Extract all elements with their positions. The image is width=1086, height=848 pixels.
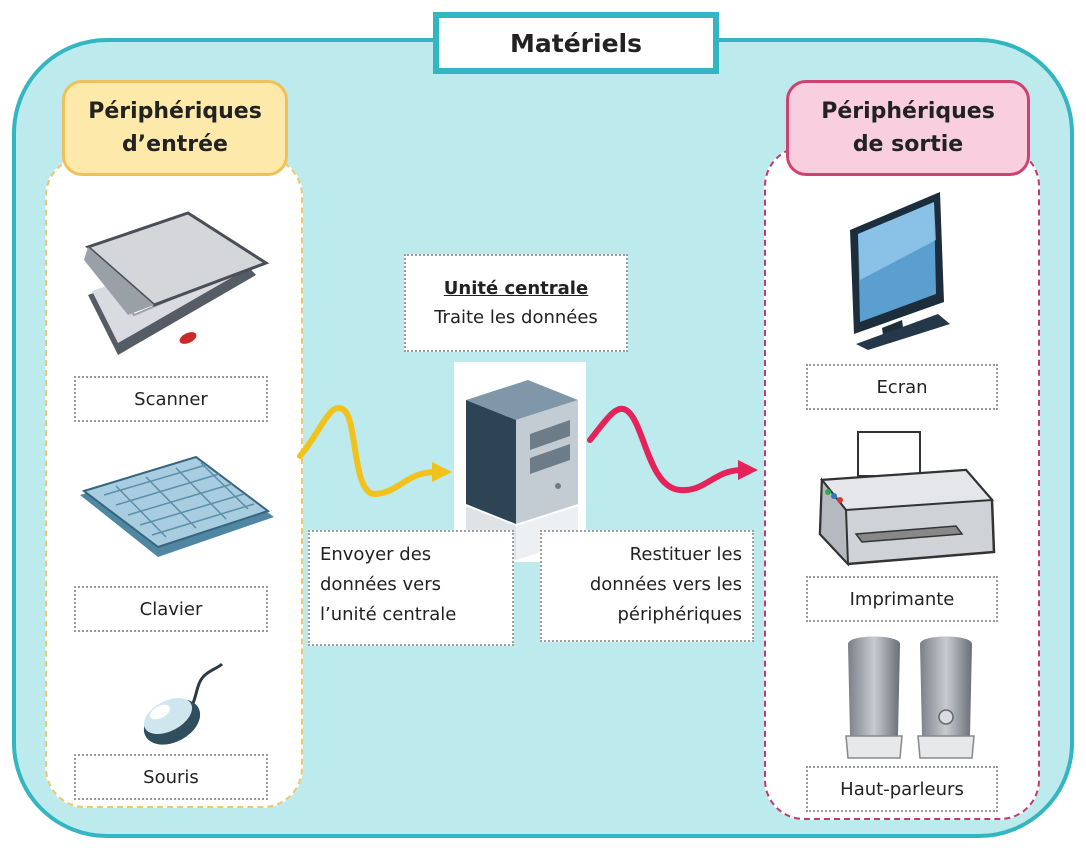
monitor-icon — [850, 192, 950, 350]
monitor-label: Ecran — [806, 364, 998, 410]
send-note-line2: données vers — [320, 574, 442, 595]
central-unit-title: Unité centrale — [443, 278, 589, 299]
output-flow-arrow — [587, 405, 758, 494]
send-data-note: Envoyer des données vers l’unité central… — [308, 530, 514, 646]
keyboard-label: Clavier — [74, 586, 268, 632]
central-unit-box: Unité centrale Traite les données — [404, 254, 628, 352]
diagram-title: Matériels — [437, 16, 715, 70]
output-header-line2: de sortie — [852, 132, 964, 157]
restore-note-line3: périphériques — [617, 604, 743, 625]
input-header-line1: Périphériques — [88, 99, 262, 124]
output-header-line1: Périphériques — [821, 99, 995, 124]
speakers-icon — [845, 636, 975, 759]
input-header-line2: d’entrée — [122, 132, 228, 157]
keyboard-icon — [80, 455, 274, 557]
input-devices-header: Périphériques d’entrée — [62, 80, 288, 176]
printer-label: Imprimante — [806, 576, 998, 622]
scanner-icon — [84, 211, 270, 355]
restore-note-line2: données vers les — [589, 574, 742, 595]
mouse-label: Souris — [74, 754, 268, 800]
restore-data-note: Restituer les données vers les périphéri… — [540, 530, 754, 642]
mouse-icon — [143, 662, 224, 745]
restore-note-line1: Restituer les — [629, 544, 742, 565]
output-devices-header: Périphériques de sortie — [786, 80, 1030, 176]
send-note-line3: l’unité centrale — [320, 604, 457, 625]
send-note-line1: Envoyer des — [320, 544, 432, 565]
speakers-label: Haut-parleurs — [806, 766, 998, 812]
scanner-label: Scanner — [74, 376, 268, 422]
title-frame: Matériels — [433, 12, 719, 74]
printer-icon — [818, 431, 996, 567]
input-flow-arrow — [297, 405, 452, 497]
central-unit-description: Traite les données — [434, 307, 598, 328]
